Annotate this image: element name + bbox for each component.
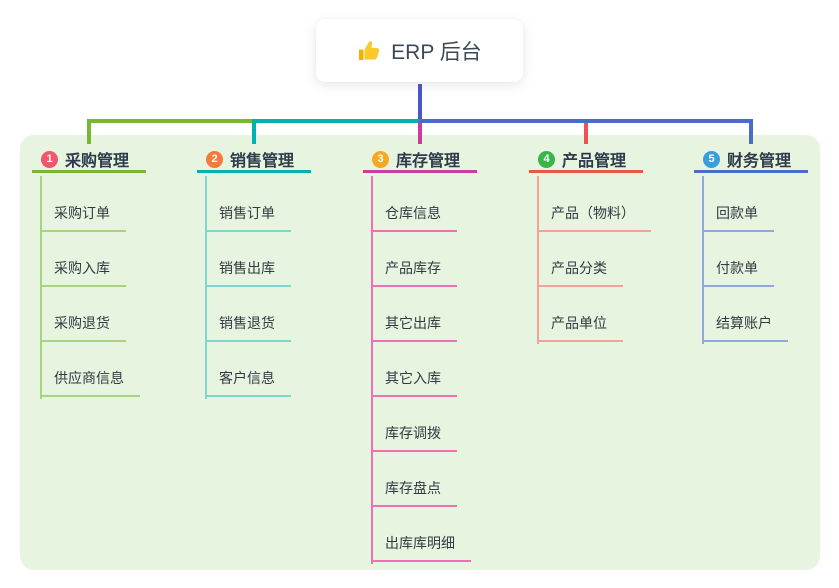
branch-number-badge: 4 <box>538 150 555 168</box>
thumbs-up-icon <box>359 40 380 60</box>
child-node[interactable]: 客户信息 <box>205 361 291 397</box>
branch-title: 财务管理 <box>727 153 792 170</box>
child-node[interactable]: 采购入库 <box>40 251 126 287</box>
child-node[interactable]: 产品库存 <box>371 251 457 287</box>
branch-number-badge: 5 <box>703 150 720 168</box>
branch-node-purchase[interactable]: 1 采购管理 <box>32 148 146 173</box>
child-node[interactable]: 付款单 <box>702 251 774 287</box>
branch-rail <box>205 176 207 399</box>
child-node[interactable]: 结算账户 <box>702 306 788 342</box>
branch-number-badge: 3 <box>372 150 389 168</box>
child-node[interactable]: 产品单位 <box>537 306 623 342</box>
branch-node-sales[interactable]: 2 销售管理 <box>197 148 311 173</box>
child-node[interactable]: 产品分类 <box>537 251 623 287</box>
child-node[interactable]: 回款单 <box>702 196 774 232</box>
branch-number-badge: 2 <box>206 150 223 168</box>
child-node[interactable]: 采购订单 <box>40 196 126 232</box>
branch-node-product[interactable]: 4 产品管理 <box>529 148 643 173</box>
branch-title: 库存管理 <box>396 153 461 170</box>
branch-rail <box>537 176 539 344</box>
child-node[interactable]: 仓库信息 <box>371 196 457 232</box>
child-node[interactable]: 库存调拨 <box>371 416 457 452</box>
branch-sales: 2 销售管理 销售订单 销售出库 销售退货 客户信息 <box>197 148 311 399</box>
child-node[interactable]: 销售订单 <box>205 196 291 232</box>
child-node[interactable]: 销售出库 <box>205 251 291 287</box>
branch-rail <box>702 176 704 344</box>
child-node[interactable]: 产品（物料） <box>537 196 651 232</box>
child-node[interactable]: 库存盘点 <box>371 471 457 507</box>
root-node[interactable]: ERP 后台 <box>316 19 523 82</box>
child-node[interactable]: 采购退货 <box>40 306 126 342</box>
child-node[interactable]: 出库库明细 <box>371 526 471 562</box>
child-node[interactable]: 其它出库 <box>371 306 457 342</box>
branch-product: 4 产品管理 产品（物料） 产品分类 产品单位 <box>529 148 651 344</box>
branch-purchase: 1 采购管理 采购订单 采购入库 采购退货 供应商信息 <box>32 148 146 399</box>
root-node-title: ERP 后台 <box>391 40 482 64</box>
child-node[interactable]: 其它入库 <box>371 361 457 397</box>
branch-finance: 5 财务管理 回款单 付款单 结算账户 <box>694 148 808 344</box>
child-node[interactable]: 销售退货 <box>205 306 291 342</box>
child-node[interactable]: 供应商信息 <box>40 361 140 397</box>
branch-node-inventory[interactable]: 3 库存管理 <box>363 148 477 173</box>
branch-number-badge: 1 <box>41 150 58 168</box>
branch-inventory: 3 库存管理 仓库信息 产品库存 其它出库 其它入库 库存调拨 库存盘点 出库库… <box>363 148 477 564</box>
branch-title: 销售管理 <box>230 153 295 170</box>
mindmap-background-panel <box>20 135 820 570</box>
branch-rail <box>371 176 373 564</box>
branch-node-finance[interactable]: 5 财务管理 <box>694 148 808 173</box>
branch-rail <box>40 176 42 399</box>
branch-title: 产品管理 <box>562 153 627 170</box>
branch-title: 采购管理 <box>65 153 130 170</box>
